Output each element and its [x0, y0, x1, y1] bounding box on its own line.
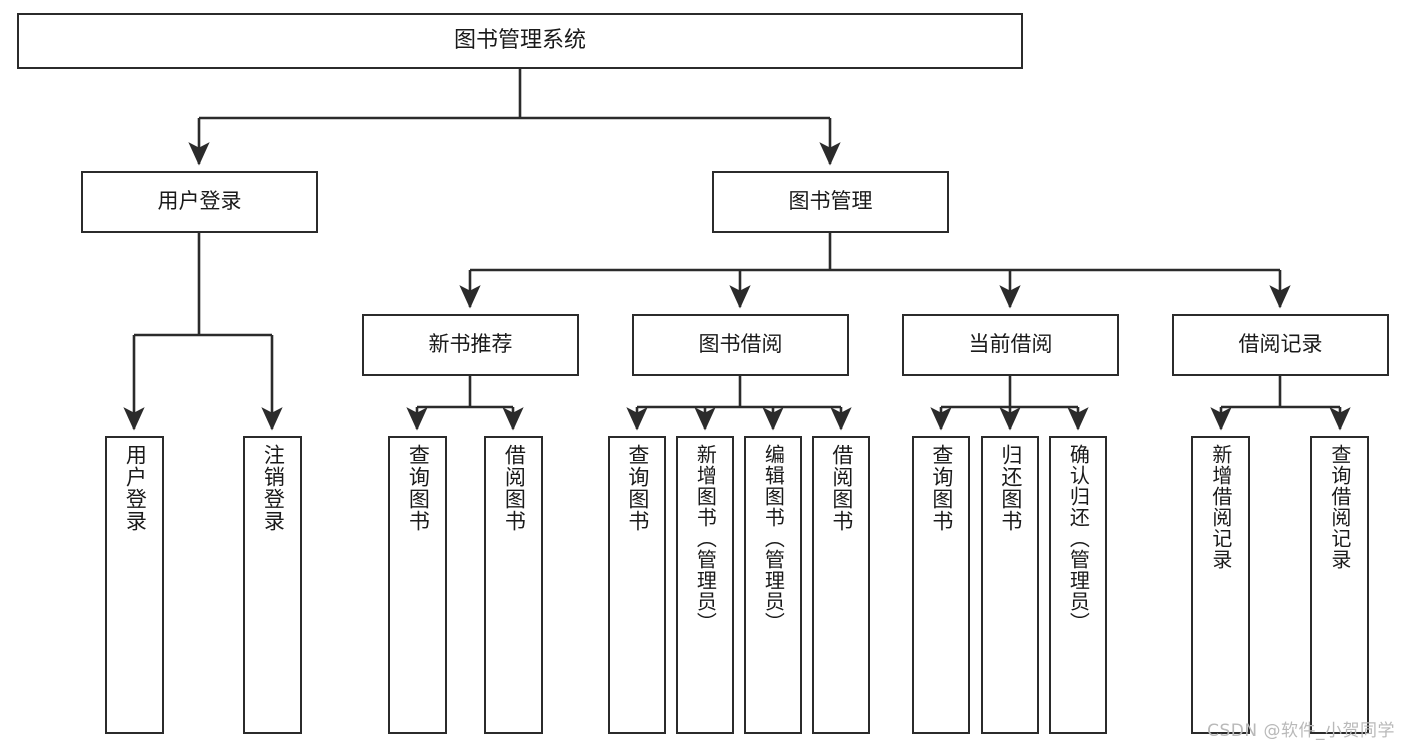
node-label: 图书管理系统: [453, 27, 586, 53]
node-new-book-recommend[interactable]: 新书推荐: [362, 314, 579, 376]
node-leaf-logout-login[interactable]: 注销登录: [243, 436, 302, 734]
node-label: 归还图书: [998, 444, 1023, 532]
node-book-management[interactable]: 图书管理: [712, 171, 949, 233]
node-current-borrow[interactable]: 当前借阅: [902, 314, 1119, 376]
node-label: 编辑图书（管理员）: [761, 444, 786, 633]
node-label: 当前借阅: [968, 332, 1053, 357]
node-leaf-edit-book-admin[interactable]: 编辑图书（管理员）: [744, 436, 802, 734]
node-borrow-record[interactable]: 借阅记录: [1172, 314, 1389, 376]
node-label: 图书借阅: [698, 332, 783, 357]
node-root-book-management-system[interactable]: 图书管理系统: [17, 13, 1023, 69]
node-label: 借阅图书: [502, 444, 527, 532]
node-leaf-query-borrow-record[interactable]: 查询借阅记录: [1310, 436, 1369, 734]
node-label: 新书推荐: [428, 332, 513, 357]
node-label: 图书管理: [788, 189, 873, 214]
node-label: 查询借阅记录: [1327, 444, 1352, 570]
node-leaf-add-book-admin[interactable]: 新增图书（管理员）: [676, 436, 734, 734]
node-label: 查询图书: [625, 444, 650, 532]
node-leaf-borrow-book-borrow[interactable]: 借阅图书: [812, 436, 870, 734]
node-label: 用户登录: [123, 444, 148, 532]
node-label: 借阅记录: [1238, 332, 1323, 357]
node-leaf-add-borrow-record[interactable]: 新增借阅记录: [1191, 436, 1250, 734]
node-leaf-return-book[interactable]: 归还图书: [981, 436, 1039, 734]
node-leaf-query-book-new-book[interactable]: 查询图书: [388, 436, 447, 734]
node-label: 确认归还（管理员）: [1066, 444, 1091, 633]
node-book-borrow[interactable]: 图书借阅: [632, 314, 849, 376]
node-leaf-user-login[interactable]: 用户登录: [105, 436, 164, 734]
node-label: 注销登录: [261, 444, 286, 532]
node-leaf-borrow-book-new-book[interactable]: 借阅图书: [484, 436, 543, 734]
node-label: 查询图书: [929, 444, 954, 532]
node-label: 借阅图书: [829, 444, 854, 532]
node-user-login[interactable]: 用户登录: [81, 171, 318, 233]
node-leaf-query-book-borrow[interactable]: 查询图书: [608, 436, 666, 734]
node-label: 新增图书（管理员）: [693, 444, 718, 633]
node-leaf-confirm-return-admin[interactable]: 确认归还（管理员）: [1049, 436, 1107, 734]
node-leaf-query-book-current[interactable]: 查询图书: [912, 436, 970, 734]
node-label: 用户登录: [157, 189, 242, 214]
node-label: 新增借阅记录: [1208, 444, 1233, 570]
csdn-watermark: CSDN @软件_小贺同学: [1207, 721, 1395, 741]
node-label: 查询图书: [406, 444, 431, 532]
